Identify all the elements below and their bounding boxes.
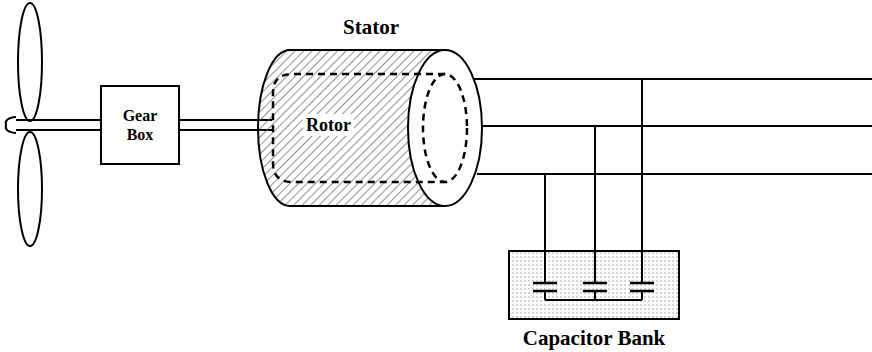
stator-outline [255,48,487,208]
phase-line [474,79,872,174]
rotor-end [423,74,467,182]
turbine-shaft [16,120,100,130]
stator-cylinder: StatorRotor [255,48,487,208]
capacitor-bank-box: Capacitor Bank [508,250,680,320]
capacitor-wire [545,79,642,300]
turbine-blade [18,3,42,121]
turbine-hub [6,117,16,133]
gearbox-box: Gear Box [100,85,180,165]
rotor-outline [272,73,470,183]
phase-connector [477,174,545,250]
turbine-blade [18,132,42,246]
node-label: Gear Box [112,106,168,144]
node-label: Stator [343,15,399,40]
capacitor-symbol [533,283,654,291]
rotor-body-outline [273,74,445,182]
node-label: Capacitor Bank [523,326,666,351]
node-label: Rotor [303,114,354,136]
rotor-body: Rotor [272,73,470,183]
